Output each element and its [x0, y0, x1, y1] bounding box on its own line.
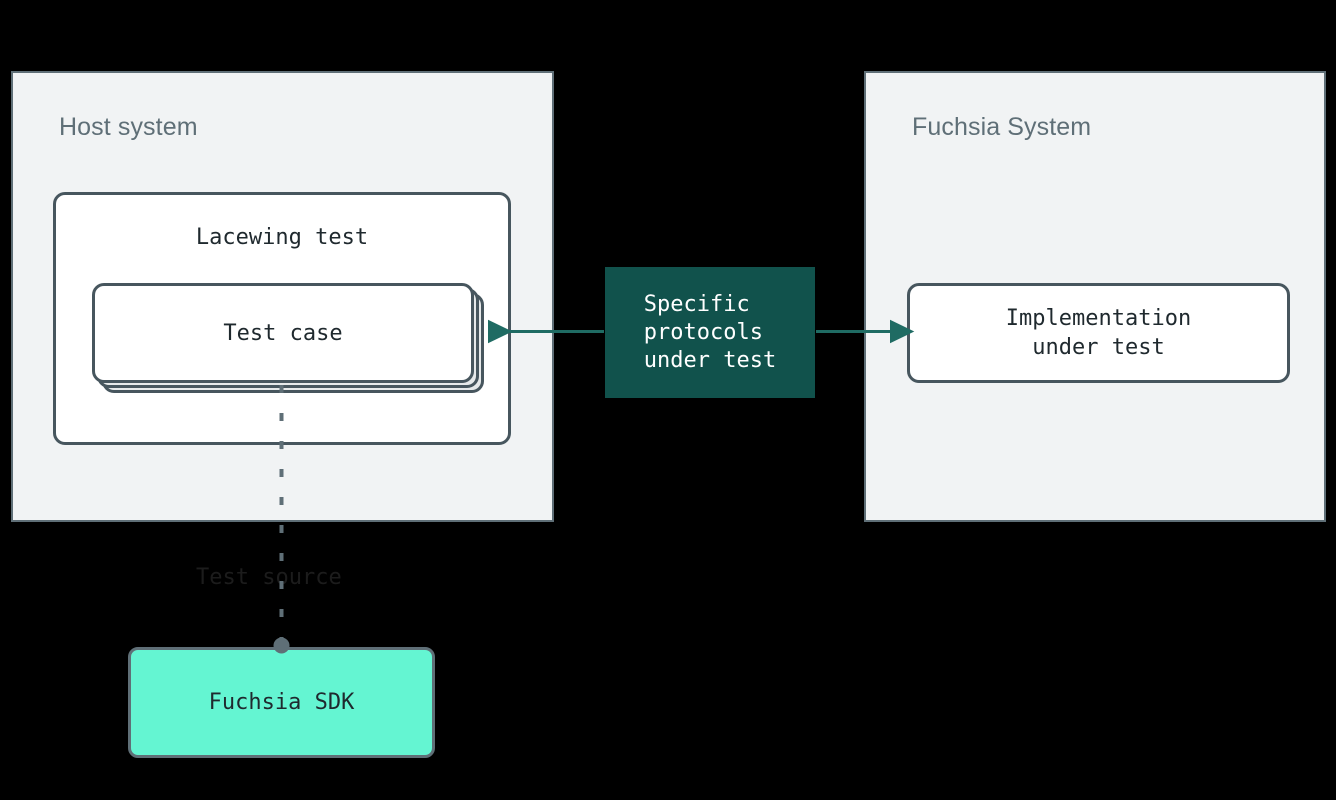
lacewing-test-label: Lacewing test: [195, 225, 369, 250]
test-source-edge-label: Test source: [196, 565, 342, 590]
specific-protocols-under-test-node[interactable]: Specific protocols under test: [605, 267, 815, 398]
fuchsia-system-panel-title: Fuchsia System: [912, 113, 1092, 141]
test-case-stack: Test case: [92, 283, 484, 393]
fuchsia-sdk-label: Fuchsia SDK: [208, 690, 355, 715]
specific-protocols-under-test-label: Specific protocols under test: [643, 291, 777, 373]
test-case-node[interactable]: Test case: [92, 283, 474, 383]
test-case-label: Test case: [223, 320, 343, 346]
host-system-panel-title: Host system: [59, 113, 198, 141]
fuchsia-sdk-node[interactable]: Fuchsia SDK: [128, 647, 435, 758]
implementation-under-test-node[interactable]: Implementation under test: [907, 283, 1290, 383]
implementation-under-test-label: Implementation under test: [1005, 306, 1192, 360]
